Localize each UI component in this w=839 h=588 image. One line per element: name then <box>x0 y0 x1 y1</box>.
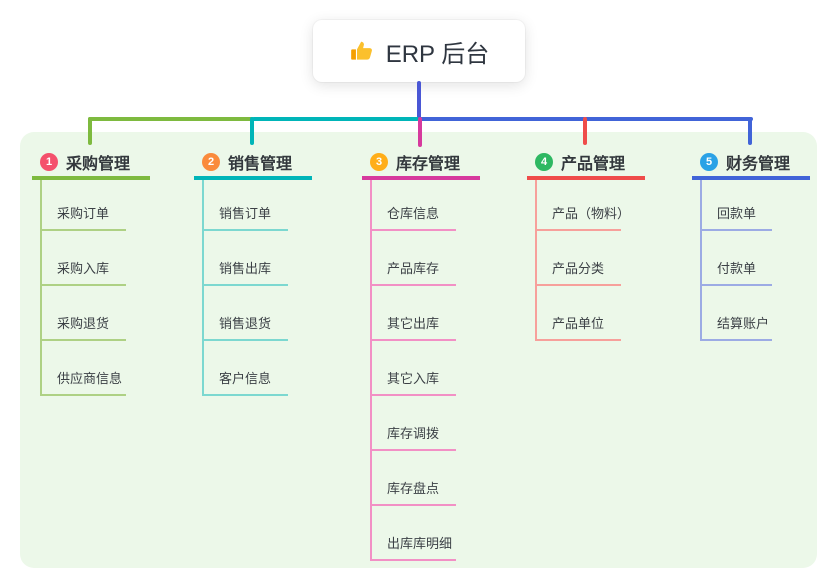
branch-header-finance[interactable]: 5 财务管理 <box>692 148 810 180</box>
root-node-label: ERP 后台 <box>385 40 490 68</box>
branch-purchase: 1 采购管理 采购订单 采购入库 采购退货 供应商信息 <box>32 148 150 396</box>
drop-line-finance <box>748 117 752 145</box>
child-node[interactable]: 采购订单 <box>40 180 126 231</box>
connector-horizontal-left <box>88 117 254 121</box>
branch-label: 销售管理 <box>228 156 293 173</box>
branch-number-badge: 3 <box>370 153 388 171</box>
branch-product: 4 产品管理 产品（物料） 产品分类 产品单位 <box>527 148 645 341</box>
child-node[interactable]: 结算账户 <box>700 286 772 341</box>
branch-children: 仓库信息 产品库存 其它出库 其它入库 库存调拨 库存盘点 出库库明细 <box>362 180 480 561</box>
child-node[interactable]: 库存调拨 <box>370 396 456 451</box>
branch-children: 销售订单 销售出库 销售退货 客户信息 <box>194 180 312 396</box>
branch-header-sales[interactable]: 2 销售管理 <box>194 148 312 180</box>
child-node[interactable]: 产品库存 <box>370 231 456 286</box>
branch-inventory: 3 库存管理 仓库信息 产品库存 其它出库 其它入库 库存调拨 库存盘点 出库库… <box>362 148 480 561</box>
child-node[interactable]: 产品单位 <box>535 286 621 341</box>
child-node[interactable]: 客户信息 <box>202 341 288 396</box>
branch-children: 产品（物料） 产品分类 产品单位 <box>527 180 645 341</box>
branches-panel <box>20 132 817 568</box>
branch-label: 采购管理 <box>66 156 131 173</box>
branch-sales: 2 销售管理 销售订单 销售出库 销售退货 客户信息 <box>194 148 312 396</box>
branch-children: 采购订单 采购入库 采购退货 供应商信息 <box>32 180 150 396</box>
child-node[interactable]: 其它出库 <box>370 286 456 341</box>
child-node[interactable]: 销售订单 <box>202 180 288 231</box>
branch-trunk-line <box>700 180 702 341</box>
branch-finance: 5 财务管理 回款单 付款单 结算账户 <box>692 148 810 341</box>
thumbs-up-icon <box>349 38 375 64</box>
branch-label: 产品管理 <box>561 156 626 173</box>
connector-horizontal-mid <box>252 117 419 121</box>
branch-number-badge: 4 <box>535 153 553 171</box>
branch-number-badge: 2 <box>202 153 220 171</box>
child-node[interactable]: 产品分类 <box>535 231 621 286</box>
branch-number-badge: 5 <box>700 153 718 171</box>
branch-trunk-line <box>202 180 204 396</box>
child-node[interactable]: 销售出库 <box>202 231 288 286</box>
branch-header-inventory[interactable]: 3 库存管理 <box>362 148 480 180</box>
branch-trunk-line <box>370 180 372 561</box>
drop-line-inventory <box>418 117 422 147</box>
branch-label: 库存管理 <box>396 156 461 173</box>
branch-header-product[interactable]: 4 产品管理 <box>527 148 645 180</box>
child-node[interactable]: 付款单 <box>700 231 772 286</box>
child-node[interactable]: 采购入库 <box>40 231 126 286</box>
child-node[interactable]: 库存盘点 <box>370 451 456 506</box>
child-node[interactable]: 供应商信息 <box>40 341 126 396</box>
child-node[interactable]: 其它入库 <box>370 341 456 396</box>
child-node[interactable]: 仓库信息 <box>370 180 456 231</box>
child-node[interactable]: 出库库明细 <box>370 506 456 561</box>
drop-line-product <box>583 117 587 145</box>
child-node[interactable]: 采购退货 <box>40 286 126 341</box>
drop-line-sales <box>250 117 254 145</box>
child-node[interactable]: 产品（物料） <box>535 180 630 231</box>
child-node[interactable]: 回款单 <box>700 180 772 231</box>
branch-children: 回款单 付款单 结算账户 <box>692 180 810 341</box>
branch-trunk-line <box>535 180 537 341</box>
branch-label: 财务管理 <box>726 156 791 173</box>
branch-trunk-line <box>40 180 42 396</box>
drop-line-purchase <box>88 117 92 145</box>
branch-number-badge: 1 <box>40 153 58 171</box>
branch-header-purchase[interactable]: 1 采购管理 <box>32 148 150 180</box>
child-node[interactable]: 销售退货 <box>202 286 288 341</box>
root-node-erp[interactable]: ERP 后台 <box>313 20 525 82</box>
root-connector-line <box>417 81 421 119</box>
